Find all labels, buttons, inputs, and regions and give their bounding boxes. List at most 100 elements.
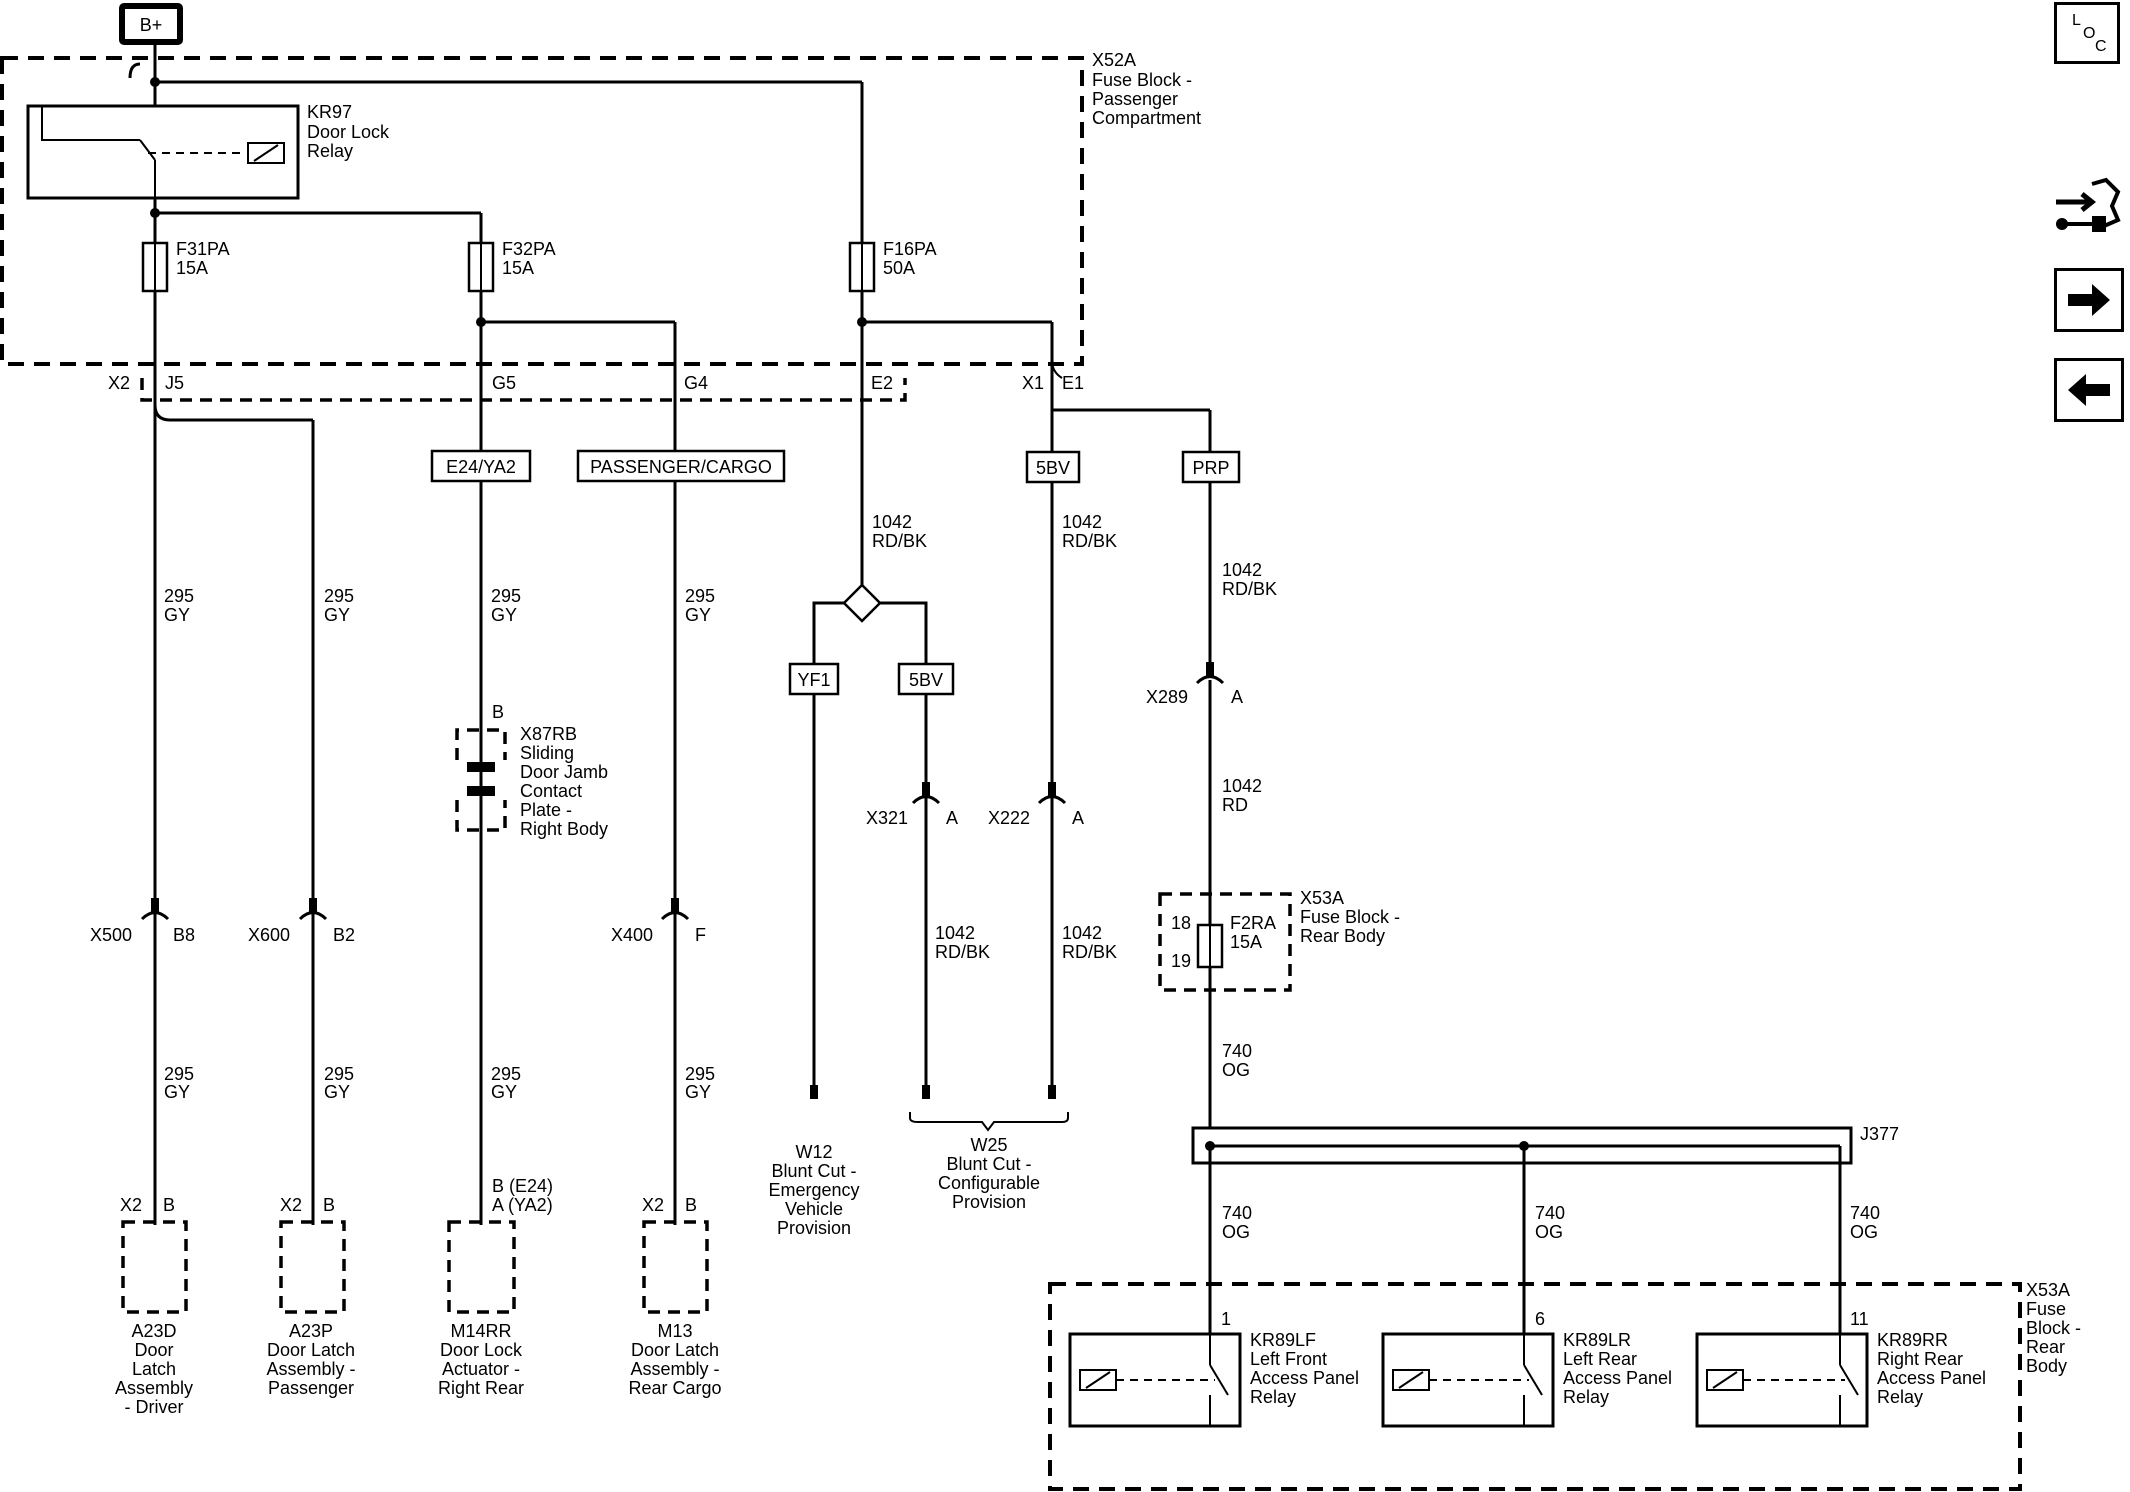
svg-text:295: 295 (164, 1064, 194, 1084)
svg-text:19: 19 (1171, 951, 1191, 971)
svg-text:RD: RD (1222, 795, 1248, 815)
svg-text:B: B (163, 1195, 175, 1215)
svg-text:Rear Body: Rear Body (1300, 926, 1385, 946)
svg-text:G5: G5 (492, 373, 516, 393)
svg-text:KR89RR: KR89RR (1877, 1330, 1948, 1350)
svg-text:Contact: Contact (520, 781, 582, 801)
svg-text:RD/BK: RD/BK (1062, 942, 1117, 962)
svg-text:PRP: PRP (1192, 458, 1229, 478)
svg-text:740: 740 (1222, 1203, 1252, 1223)
svg-text:KR97: KR97 (307, 102, 352, 122)
svg-text:Relay: Relay (1563, 1387, 1609, 1407)
svg-text:1042: 1042 (1062, 512, 1102, 532)
device-a23d: X2 B A23D Door Latch Assembly - Driver (115, 1195, 193, 1417)
svg-text:X1: X1 (1022, 373, 1044, 393)
svg-text:GY: GY (491, 605, 517, 625)
svg-text:Provision: Provision (777, 1218, 851, 1238)
svg-text:A23D: A23D (131, 1321, 176, 1341)
location-button[interactable]: L O C (2054, 2, 2120, 64)
svg-text:A: A (946, 808, 958, 828)
fuse-f16pa: F16PA 50A (848, 239, 937, 293)
option-e24-ya2: E24/YA2 (430, 449, 532, 483)
svg-text:GY: GY (164, 1082, 190, 1102)
svg-text:740: 740 (1850, 1203, 1880, 1223)
svg-text:B (E24): B (E24) (492, 1176, 553, 1196)
svg-text:295: 295 (324, 586, 354, 606)
svg-text:A (YA2): A (YA2) (492, 1195, 553, 1215)
relay-kr89lr: 6 KR89LR Left Rear Access Panel Relay (1381, 1309, 1672, 1428)
svg-text:Passenger: Passenger (1092, 89, 1178, 109)
svg-text:1042: 1042 (935, 923, 975, 943)
svg-text:6: 6 (1535, 1309, 1545, 1329)
connector-x2-outline (140, 378, 907, 402)
svg-text:50A: 50A (883, 258, 915, 278)
svg-text:Fuse: Fuse (2026, 1299, 2066, 1319)
option-passenger-cargo: PASSENGER/CARGO (576, 449, 786, 483)
next-page-button[interactable] (2054, 268, 2124, 332)
splice-j377: J377 (1191, 1124, 1899, 1165)
svg-text:C: C (2095, 38, 2107, 55)
svg-text:295: 295 (685, 586, 715, 606)
arrow-right-icon (2068, 284, 2110, 316)
svg-text:F32PA: F32PA (502, 239, 556, 259)
option-5bv-a: 5BV (1025, 450, 1081, 484)
svg-text:X289: X289 (1146, 687, 1188, 707)
svg-text:Door: Door (134, 1340, 173, 1360)
svg-text:15A: 15A (1230, 932, 1262, 952)
svg-text:X87RB: X87RB (520, 724, 577, 744)
fuse-block-rear-body: 18 19 F2RA 15A X53A Fuse Block - Rear Bo… (1158, 888, 1400, 992)
svg-text:X53A: X53A (1300, 888, 1344, 908)
splice-diamond (812, 583, 928, 665)
svg-text:A: A (1072, 808, 1084, 828)
fuse-f32pa: F32PA 15A (467, 239, 556, 293)
svg-text:RD/BK: RD/BK (935, 942, 990, 962)
svg-text:Assembly -: Assembly - (630, 1359, 719, 1379)
connector-x500: X500 B8 (90, 898, 195, 945)
svg-text:F2RA: F2RA (1230, 913, 1276, 933)
svg-text:1042: 1042 (1222, 776, 1262, 796)
svg-text:W12: W12 (795, 1142, 832, 1162)
svg-text:E2: E2 (871, 373, 893, 393)
svg-text:Plate -: Plate - (520, 800, 572, 820)
relay-kr89rr: 11 KR89RR Right Rear Access Panel Relay (1695, 1309, 1986, 1428)
svg-text:Left Rear: Left Rear (1563, 1349, 1637, 1369)
blunt-cut-w25: W25 Blunt Cut - Configurable Provision (909, 1112, 1069, 1212)
connector-tool-button[interactable] (2052, 172, 2124, 248)
svg-text:X500: X500 (90, 925, 132, 945)
svg-text:Passenger: Passenger (268, 1378, 354, 1398)
svg-text:OG: OG (1222, 1060, 1250, 1080)
svg-text:295: 295 (491, 586, 521, 606)
fuse-block-passenger-compartment (0, 56, 1084, 366)
svg-text:B8: B8 (173, 925, 195, 945)
svg-text:740: 740 (1535, 1203, 1565, 1223)
svg-text:B: B (492, 702, 504, 722)
option-yf1: YF1 (788, 662, 840, 696)
svg-text:X53A: X53A (2026, 1280, 2070, 1300)
svg-text:Assembly: Assembly (115, 1378, 193, 1398)
svg-text:5BV: 5BV (909, 670, 943, 690)
svg-text:Block -: Block - (2026, 1318, 2081, 1338)
blunt-cut-w12: W12 Blunt Cut - Emergency Vehicle Provis… (768, 1142, 859, 1238)
svg-text:295: 295 (164, 586, 194, 606)
svg-text:Fuse Block -: Fuse Block - (1300, 907, 1400, 927)
svg-text:E24/YA2: E24/YA2 (446, 457, 516, 477)
connector-tool-icon (2056, 177, 2121, 232)
svg-text:F31PA: F31PA (176, 239, 230, 259)
svg-text:M14RR: M14RR (450, 1321, 511, 1341)
svg-text:X600: X600 (248, 925, 290, 945)
pin-labels-x2: X2 J5 G5 G4 E2 X1 E1 (108, 373, 1084, 393)
location-icon: L O C (2072, 12, 2107, 55)
svg-text:- Driver: - Driver (125, 1397, 184, 1417)
svg-text:Relay: Relay (1250, 1387, 1296, 1407)
svg-text:1042: 1042 (1222, 560, 1262, 580)
svg-text:740: 740 (1222, 1041, 1252, 1061)
previous-page-button[interactable] (2054, 358, 2124, 422)
svg-text:15A: 15A (502, 258, 534, 278)
svg-text:Door Jamb: Door Jamb (520, 762, 608, 782)
svg-text:11: 11 (1850, 1309, 1869, 1329)
relay-block-rb-label: X53A Fuse Block - Rear Body (2026, 1280, 2081, 1376)
connector-x222: X222 A (988, 782, 1084, 828)
connector-x600: X600 B2 (248, 898, 355, 945)
